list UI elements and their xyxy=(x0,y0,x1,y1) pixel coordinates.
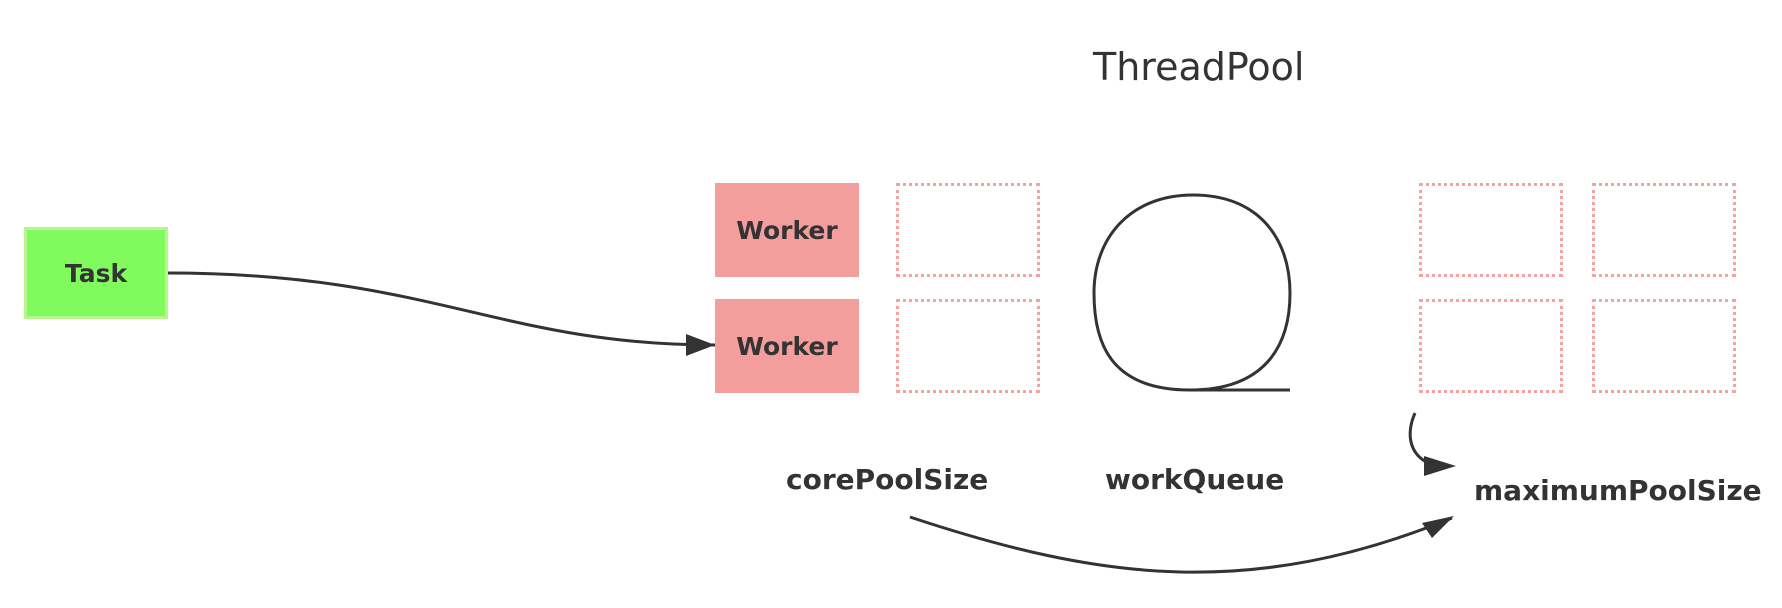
max-empty-slot-4 xyxy=(1592,299,1736,393)
core-to-max-arrow xyxy=(909,515,1453,574)
task-to-worker-arrow xyxy=(166,271,716,347)
core-to-max-arrowhead xyxy=(1422,516,1454,538)
maximum-pool-size-label: maximumPoolSize xyxy=(1474,474,1762,507)
work-queue-label: workQueue xyxy=(1105,463,1285,496)
worker-label-1: Worker xyxy=(736,215,838,245)
max-pool-small-arrowhead xyxy=(1424,456,1456,476)
worker-box-1: Worker xyxy=(715,183,859,277)
max-empty-slot-1 xyxy=(1419,183,1563,277)
core-empty-slot-2 xyxy=(896,299,1040,393)
worker-label-2: Worker xyxy=(736,331,838,361)
task-label: Task xyxy=(64,258,128,288)
core-pool-size-label: corePoolSize xyxy=(786,463,989,496)
max-empty-slot-3 xyxy=(1419,299,1563,393)
core-empty-slot-1 xyxy=(896,183,1040,277)
worker-box-2: Worker xyxy=(715,299,859,393)
task-to-worker-arrowhead xyxy=(686,334,715,356)
max-empty-slot-2 xyxy=(1592,183,1736,277)
diagram-title: ThreadPool xyxy=(1093,45,1305,89)
work-queue-shape xyxy=(1092,193,1292,392)
task-box: Task xyxy=(24,227,168,319)
